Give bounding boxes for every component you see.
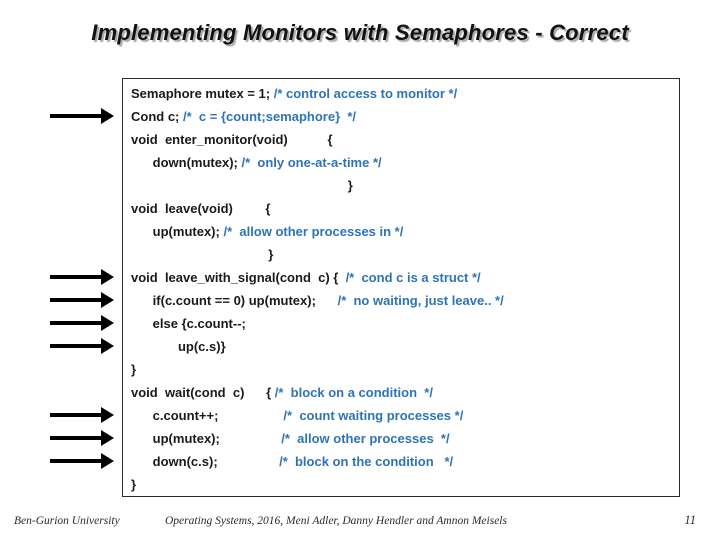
arrow-head-icon [101, 337, 114, 354]
code-line: up(mutex); /* allow other processes */ [131, 427, 679, 450]
arrow-cond-declaration-line [50, 107, 114, 124]
arrow-shaft [50, 412, 101, 417]
code-statement-text: } [131, 477, 137, 492]
code-statement-text: void leave(void) { [131, 201, 271, 216]
arrow-shaft [50, 113, 101, 118]
code-line: else {c.count--; [131, 312, 679, 335]
code-line: down(c.s); /* block on the condition */ [131, 450, 679, 473]
code-block: Semaphore mutex = 1; /* control access t… [122, 78, 680, 497]
code-comment-text: /* count waiting processes */ [283, 408, 464, 423]
code-line: Cond c; /* c = {count;semaphore} */ [131, 105, 679, 128]
arrow-leave-with-signal-line [50, 268, 114, 285]
code-line: void wait(cond c) { /* block on a condit… [131, 381, 679, 404]
arrow-head-icon [101, 406, 114, 423]
code-line: void leave(void) { [131, 197, 679, 220]
arrow-head-icon [101, 107, 114, 124]
code-line: void enter_monitor(void) { [131, 128, 679, 151]
arrow-head-icon [101, 268, 114, 285]
arrow-head-icon [101, 291, 114, 308]
code-comment-text: /* control access to monitor */ [273, 86, 458, 101]
arrow-shaft [50, 274, 101, 279]
arrow-shaft [50, 458, 101, 463]
code-statement-text: Cond c; [131, 109, 183, 124]
code-line: void leave_with_signal(cond c) { /* cond… [131, 266, 679, 289]
arrow-up-cs-line [50, 337, 114, 354]
arrow-count-increment-line [50, 406, 114, 423]
code-line: } [131, 243, 679, 266]
code-comment-text: /* allow other processes in */ [223, 224, 404, 239]
code-comment-text: /* no waiting, just leave.. */ [337, 293, 504, 308]
arrow-head-icon [101, 429, 114, 446]
code-line: c.count++; /* count waiting processes */ [131, 404, 679, 427]
code-statement-text: } [131, 178, 353, 193]
code-statement-text: down(mutex); [131, 155, 242, 170]
code-comment-text: /* allow other processes */ [281, 431, 450, 446]
arrow-shaft [50, 343, 101, 348]
footer-course-info: Operating Systems, 2016, Meni Adler, Dan… [165, 515, 507, 527]
arrow-down-cs-line [50, 452, 114, 469]
code-comment-text: /* block on a condition */ [274, 385, 433, 400]
code-statement-text: up(c.s)} [131, 339, 226, 354]
code-line: up(mutex); /* allow other processes in *… [131, 220, 679, 243]
code-statement-text: } [131, 247, 274, 262]
arrow-head-icon [101, 314, 114, 331]
code-statement-text: } [131, 362, 137, 377]
arrow-shaft [50, 320, 101, 325]
code-statement-text: void wait(cond c) { [131, 385, 275, 400]
code-statement-text: Semaphore mutex = 1; [131, 86, 274, 101]
code-line: } [131, 473, 679, 496]
code-comment-text: /* only one-at-a-time */ [241, 155, 382, 170]
code-statement-text: void enter_monitor(void) { [131, 132, 333, 147]
arrow-shaft [50, 435, 101, 440]
code-line: if(c.count == 0) up(mutex); /* no waitin… [131, 289, 679, 312]
footer-page-number: 11 [684, 513, 696, 527]
arrow-head-icon [101, 452, 114, 469]
code-line: } [131, 174, 679, 197]
slide-title: Implementing Monitors with Semaphores - … [91, 20, 629, 45]
code-line: } [131, 358, 679, 381]
footer: Ben-Gurion University Operating Systems,… [0, 512, 720, 534]
code-comment-text: /* c = {count;semaphore} */ [183, 109, 357, 124]
code-statement-text: c.count++; [131, 408, 284, 423]
arrow-else-count-decrement-line [50, 314, 114, 331]
code-statement-text: if(c.count == 0) up(mutex); [131, 293, 338, 308]
code-line: up(c.s)} [131, 335, 679, 358]
footer-university: Ben-Gurion University [14, 515, 120, 527]
code-line: Semaphore mutex = 1; /* control access t… [131, 82, 679, 105]
code-statement-text: void leave_with_signal(cond c) { [131, 270, 346, 285]
code-statement-text: up(mutex); [131, 224, 224, 239]
arrow-if-count-zero-line [50, 291, 114, 308]
code-comment-text: /* cond c is a struct */ [345, 270, 481, 285]
arrow-shaft [50, 297, 101, 302]
code-statement-text: else {c.count--; [131, 316, 246, 331]
code-line: down(mutex); /* only one-at-a-time */ [131, 151, 679, 174]
code-statement-text: up(mutex); [131, 431, 282, 446]
code-statement-text: down(c.s); [131, 454, 280, 469]
arrow-up-mutex-line [50, 429, 114, 446]
code-comment-text: /* block on the condition */ [279, 454, 454, 469]
